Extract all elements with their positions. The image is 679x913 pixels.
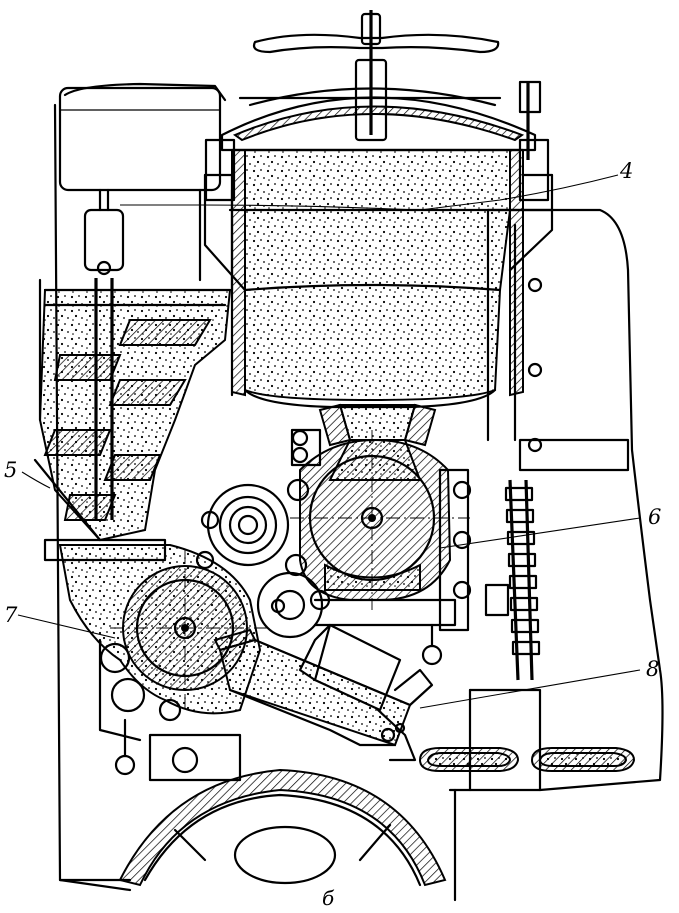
leader-lines bbox=[17, 174, 641, 709]
hopper-lid bbox=[204, 10, 550, 202]
figure-caption: б bbox=[322, 886, 335, 910]
feeder-housing bbox=[290, 403, 510, 666]
lower-feeder bbox=[58, 510, 270, 782]
base-slots bbox=[418, 747, 636, 772]
left-auger bbox=[33, 288, 232, 562]
label-part-7: 7 bbox=[4, 603, 18, 627]
label-part-4: 4 bbox=[619, 159, 633, 183]
flywheel bbox=[58, 768, 447, 887]
hopper bbox=[203, 148, 554, 409]
label-part-5: 5 bbox=[4, 458, 17, 482]
label-part-6: 6 bbox=[648, 505, 661, 529]
discharge-tube bbox=[213, 623, 434, 762]
gear-train bbox=[206, 428, 331, 639]
label-part-8: 8 bbox=[646, 657, 659, 681]
drive-chain bbox=[504, 277, 543, 681]
